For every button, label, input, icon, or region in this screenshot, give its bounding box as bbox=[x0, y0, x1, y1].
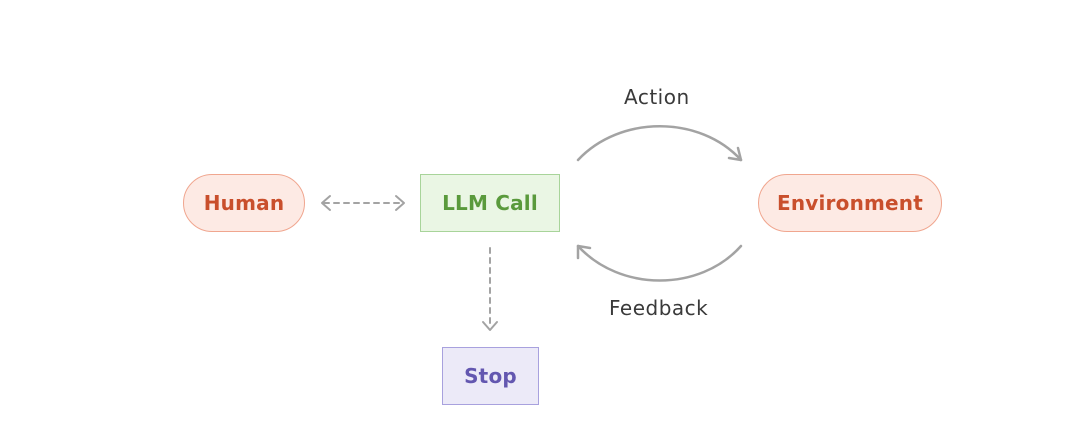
llm-stop-dashed-arrow bbox=[482, 247, 498, 331]
human-llm-dashed-arrow bbox=[321, 195, 405, 211]
environment-node: Environment bbox=[758, 174, 942, 232]
stop-node: Stop bbox=[442, 347, 539, 405]
action-arc-arrow bbox=[576, 125, 743, 162]
llm-call-node: LLM Call bbox=[420, 174, 560, 232]
action-label: Action bbox=[624, 85, 690, 109]
human-node: Human bbox=[183, 174, 305, 232]
human-node-label: Human bbox=[203, 191, 285, 215]
feedback-label: Feedback bbox=[609, 296, 709, 320]
llm-call-node-label: LLM Call bbox=[442, 191, 538, 215]
feedback-arc-arrow bbox=[576, 244, 743, 282]
stop-node-label: Stop bbox=[464, 364, 517, 388]
environment-node-label: Environment bbox=[776, 191, 924, 215]
